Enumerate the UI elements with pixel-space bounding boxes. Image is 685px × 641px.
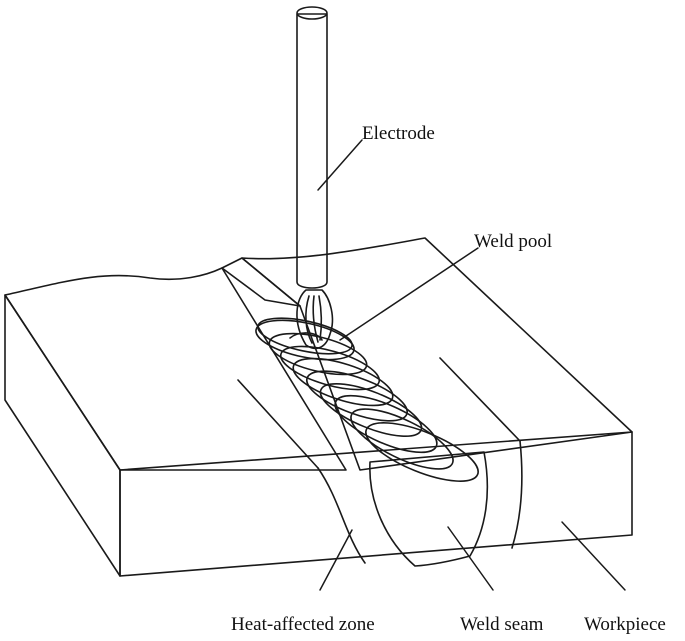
weld-seam-section bbox=[369, 451, 489, 567]
arc-outer bbox=[296, 289, 334, 350]
leader-workpiece bbox=[561, 521, 626, 591]
arc-inner-left bbox=[305, 295, 313, 344]
haz-boundary-left bbox=[317, 467, 366, 564]
leader-weld-pool bbox=[339, 247, 479, 341]
electrode-top-cap bbox=[296, 6, 328, 20]
joint-groove-face bbox=[221, 257, 301, 307]
haz-boundary-right bbox=[511, 440, 523, 549]
leader-weld-seam bbox=[447, 526, 494, 591]
right-workpiece bbox=[221, 237, 633, 471]
workpiece-front-face bbox=[119, 431, 633, 577]
electrode bbox=[296, 6, 328, 289]
left-workpiece-top-face bbox=[4, 267, 347, 471]
label-weld-pool: Weld pool bbox=[474, 231, 552, 252]
left-workpiece-end-face bbox=[4, 294, 121, 577]
arc-inner-right bbox=[318, 295, 323, 341]
weld-pool bbox=[257, 317, 353, 355]
weld-bead bbox=[255, 319, 479, 482]
bead-ripple bbox=[306, 370, 408, 422]
label-heat-affected-zone: Heat-affected zone bbox=[231, 614, 375, 635]
bead-ripple bbox=[350, 408, 454, 470]
arc-inner-mid bbox=[312, 295, 319, 343]
label-electrode: Electrode bbox=[362, 123, 435, 144]
haz-trace-left-top bbox=[237, 379, 319, 469]
leader-haz bbox=[319, 529, 353, 591]
left-workpiece bbox=[4, 267, 347, 577]
leader-electrode bbox=[317, 139, 363, 191]
label-weld-seam: Weld seam bbox=[460, 614, 544, 635]
label-workpiece: Workpiece bbox=[584, 614, 666, 635]
bead-ripple bbox=[365, 422, 479, 482]
right-workpiece-top-face bbox=[241, 237, 633, 471]
arc bbox=[296, 289, 334, 350]
haz-trace-right-top bbox=[439, 357, 521, 442]
bead-ripple bbox=[279, 345, 381, 391]
electrode-rod bbox=[296, 13, 328, 289]
bead-ripple bbox=[334, 394, 438, 454]
